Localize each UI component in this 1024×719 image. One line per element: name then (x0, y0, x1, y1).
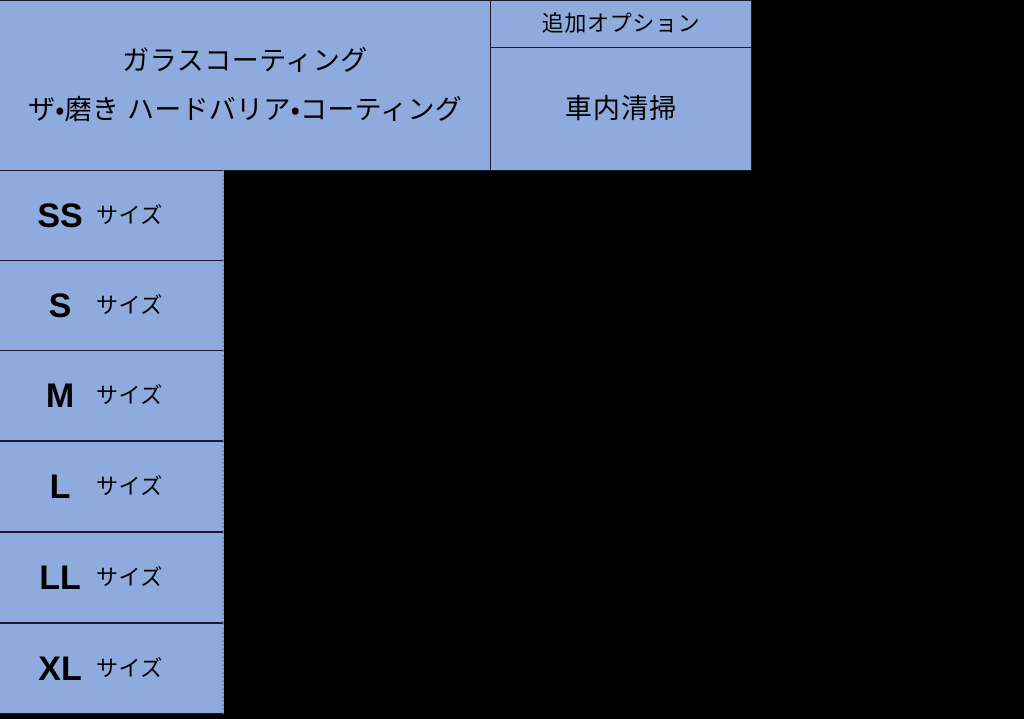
size-row-m: M サイズ (0, 350, 224, 441)
size-code: L (49, 467, 71, 506)
size-row-ll: LL サイズ (0, 532, 224, 623)
size-unit-label: サイズ (96, 564, 163, 590)
option-body-label: 車内清掃 (564, 93, 678, 124)
coating-title-line2: ザ・磨き ハードバリア・コーティング (27, 94, 463, 125)
size-code: SS (37, 196, 83, 235)
size-column: SS サイズ S サイズ M サイズ L サイズ LL サイズ XL サイズ (0, 170, 224, 714)
size-unit-label: サイズ (96, 473, 163, 499)
header-cell-option-title: 追加オプション (490, 0, 752, 48)
size-row-ss: SS サイズ (0, 170, 224, 261)
size-code: M (45, 376, 75, 415)
size-unit-label: サイズ (96, 292, 163, 318)
header-cell-coating: ガラスコーティング ザ・磨き ハードバリア・コーティング (0, 0, 491, 171)
size-unit-label: サイズ (96, 382, 163, 408)
size-row-l: L サイズ (0, 441, 224, 532)
size-row-s: S サイズ (0, 260, 224, 351)
option-title-label: 追加オプション (541, 11, 701, 37)
size-unit-label: サイズ (96, 655, 163, 681)
size-code: XL (38, 649, 82, 688)
header-cell-option-body: 車内清掃 (490, 47, 752, 171)
size-code: S (48, 286, 72, 325)
table-header-band: ガラスコーティング ザ・磨き ハードバリア・コーティング 追加オプション 車内清… (0, 0, 752, 171)
size-row-xl: XL サイズ (0, 623, 224, 714)
size-code: LL (39, 558, 81, 597)
size-unit-label: サイズ (96, 202, 163, 228)
coating-title-line1: ガラスコーティング (122, 46, 368, 77)
